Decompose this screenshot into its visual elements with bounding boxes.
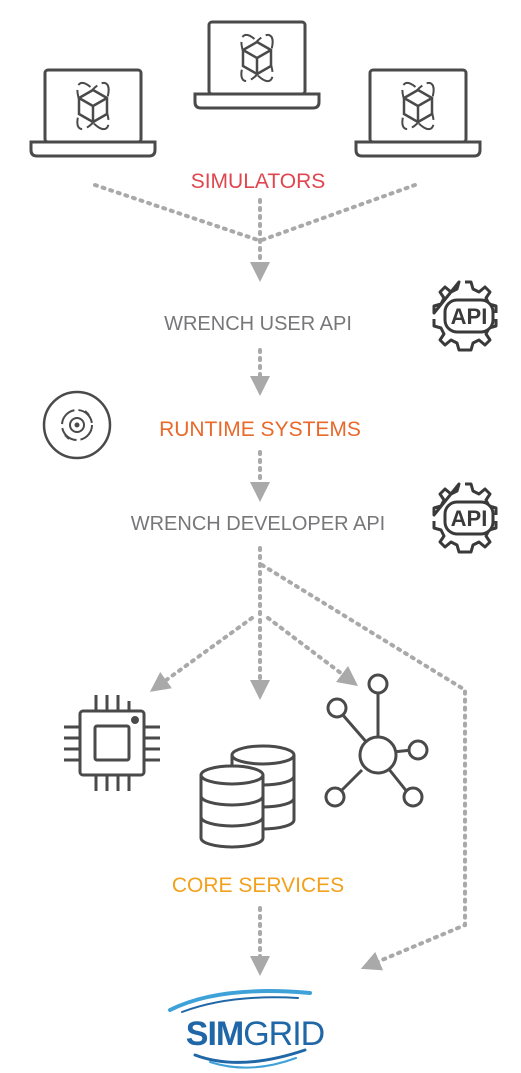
api-badge-label: API	[451, 506, 488, 531]
api-badge-label: API	[451, 304, 488, 329]
api-gear-icon: API	[432, 482, 498, 554]
api-gear-icon: API	[432, 280, 498, 352]
developer-connectors	[149, 546, 467, 971]
core-services-label: CORE SERVICES	[172, 874, 344, 897]
laptop-cube-icon	[193, 20, 321, 110]
cpu-chip-icon	[64, 695, 160, 791]
runtime-systems-label: RUNTIME SYSTEMS	[159, 418, 361, 441]
simgrid-logo-part1: SIM	[186, 1015, 243, 1053]
laptop-cube-icon	[29, 68, 157, 158]
svg-text:SIMGRID: SIMGRID	[186, 1015, 324, 1053]
cycle-gear-icon	[42, 390, 112, 460]
simgrid-logo: SIMGRID	[168, 989, 325, 1069]
network-hub-icon	[324, 673, 429, 808]
simulators-label: SIMULATORS	[191, 170, 326, 193]
developer-api-label: WRENCH DEVELOPER API	[131, 513, 386, 535]
database-icon	[199, 744, 296, 849]
laptop-cube-icon	[354, 68, 482, 158]
simulators-connectors	[93, 183, 417, 282]
user-api-label: WRENCH USER API	[164, 313, 352, 335]
simgrid-logo-part2: GRID	[243, 1015, 324, 1053]
